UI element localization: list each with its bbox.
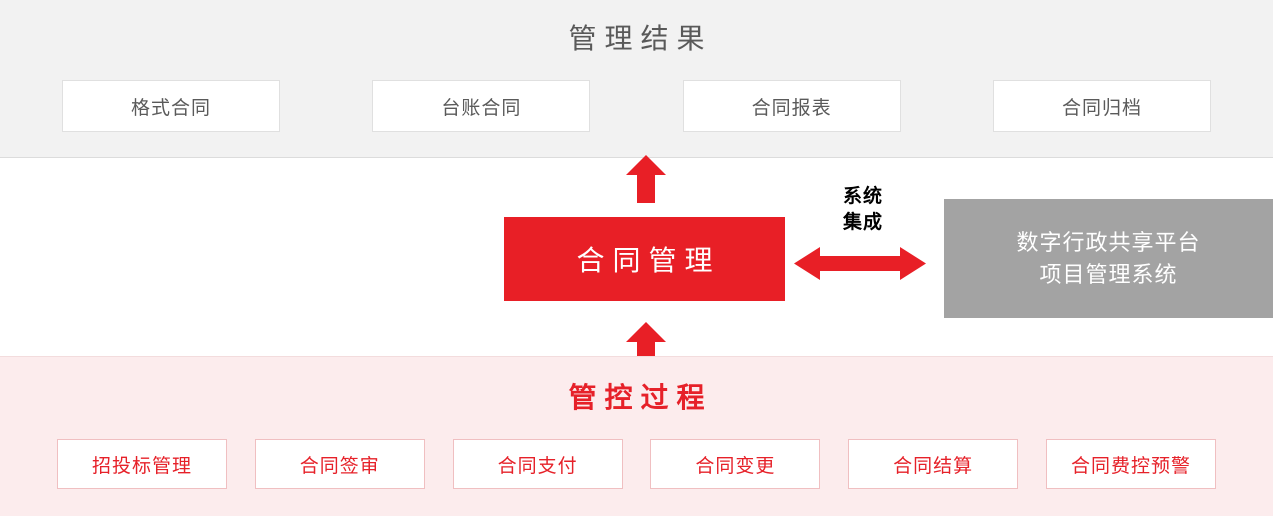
core-box-label: 合同管理 — [576, 245, 721, 276]
process-box-label: 招投标管理 — [91, 455, 192, 477]
process-box-bidding-management[interactable]: 招投标管理 — [57, 439, 227, 489]
process-box-label: 合同签审 — [299, 455, 380, 477]
result-box-ledger-contract[interactable]: 台账合同 — [372, 80, 591, 132]
result-box-label: 合同归档 — [1061, 97, 1142, 119]
external-system-line1: 数字行政共享平台 — [1016, 229, 1201, 255]
management-results-panel: 管理结果 格式合同 台账合同 合同报表 合同归档 — [0, 0, 1273, 158]
arrow-up-icon-to-results — [626, 155, 666, 203]
control-process-panel: 管控过程 招投标管理 合同签审 合同支付 合同变更 合同结算 合同费控预警 — [0, 356, 1273, 516]
process-box-label: 合同费控预警 — [1070, 455, 1191, 477]
result-box-contract-archive[interactable]: 合同归档 — [992, 80, 1211, 132]
process-box-label: 合同结算 — [893, 455, 974, 477]
process-box-label: 合同支付 — [497, 455, 578, 477]
process-box-contract-payment[interactable]: 合同支付 — [452, 439, 623, 489]
control-process-title: 管控过程 — [568, 382, 713, 413]
process-box-contract-signing-review[interactable]: 合同签审 — [254, 439, 425, 489]
management-results-title: 管理结果 — [568, 23, 713, 54]
core-contract-management-box[interactable]: 合同管理 — [504, 217, 785, 301]
process-box-contract-change[interactable]: 合同变更 — [650, 439, 821, 489]
arrow-up-icon-from-process — [626, 322, 666, 370]
arrow-left-right-icon-integration — [794, 247, 926, 280]
system-integration-label-line2: 集成 — [842, 212, 883, 233]
management-results-box-row: 格式合同 台账合同 合同报表 合同归档 — [62, 80, 1211, 132]
process-box-contract-settlement[interactable]: 合同结算 — [848, 439, 1019, 489]
external-system-line2: 项目管理系统 — [1039, 261, 1178, 287]
result-box-contract-report[interactable]: 合同报表 — [682, 80, 901, 132]
process-box-contract-cost-alert[interactable]: 合同费控预警 — [1045, 439, 1216, 489]
external-system-box[interactable]: 数字行政共享平台 项目管理系统 — [944, 199, 1273, 318]
result-box-format-contract[interactable]: 格式合同 — [62, 80, 280, 132]
result-box-label: 合同报表 — [751, 97, 832, 119]
result-box-label: 台账合同 — [441, 97, 522, 119]
result-box-label: 格式合同 — [130, 97, 211, 119]
control-process-box-row: 招投标管理 合同签审 合同支付 合同变更 合同结算 合同费控预警 — [57, 439, 1216, 489]
process-box-label: 合同变更 — [695, 455, 776, 477]
system-integration-label: 系统 集成 — [813, 184, 913, 236]
system-integration-label-line1: 系统 — [842, 186, 883, 207]
